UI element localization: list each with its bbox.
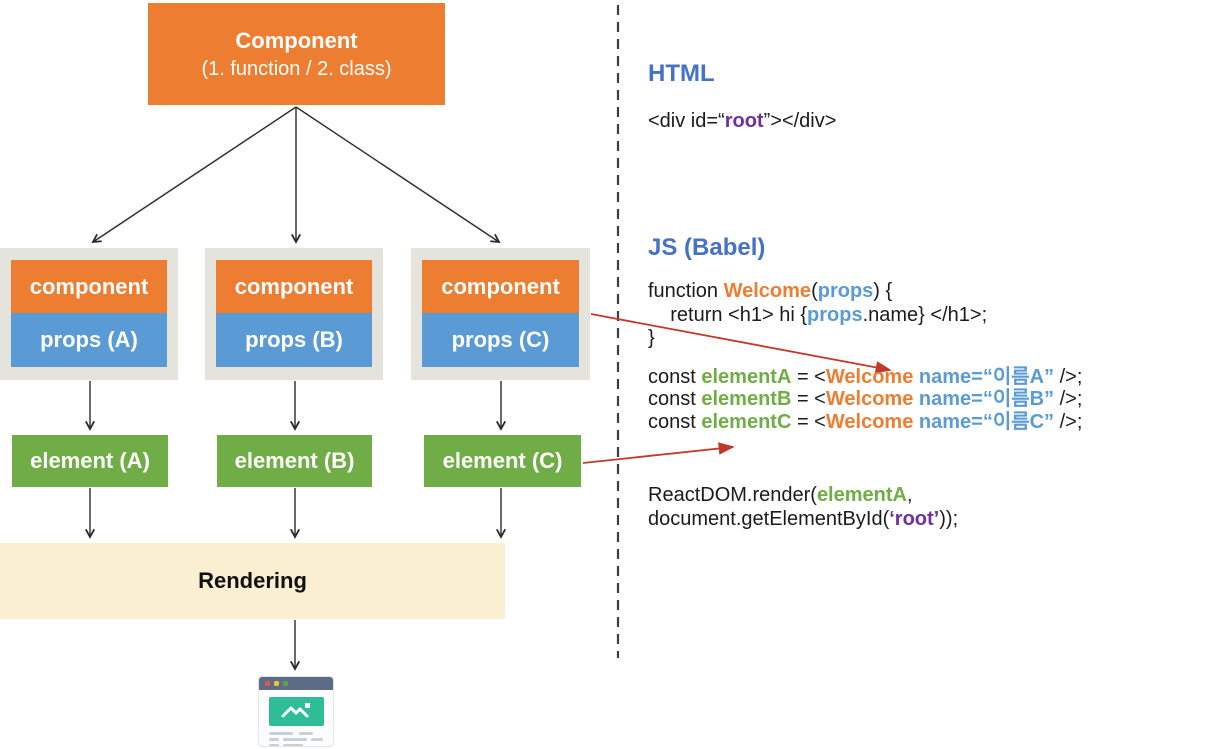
component-root-title: Component bbox=[235, 27, 358, 53]
browser-window-icon bbox=[258, 676, 334, 747]
js-const-block: const elementA = <Welcome name=“이름A” />;… bbox=[648, 366, 1082, 433]
js-section-heading: JS (Babel) bbox=[648, 234, 766, 261]
html-code-line: <div id=“root”></div> bbox=[648, 110, 837, 132]
props-label-c: props (C) bbox=[422, 313, 579, 367]
component-root-subtitle: (1. function / 2. class) bbox=[201, 57, 392, 80]
component-props-group-b: component props (B) bbox=[205, 248, 383, 380]
component-root-box: Component (1. function / 2. class) bbox=[148, 3, 445, 105]
mountain-icon bbox=[281, 703, 310, 718]
html-section-heading: HTML bbox=[648, 60, 715, 87]
code-line-return: return <h1> hi {props.name} </h1>; bbox=[648, 303, 988, 326]
component-props-group-a: component props (A) bbox=[0, 248, 178, 380]
text-line bbox=[283, 744, 303, 746]
yellow-dot-icon bbox=[274, 681, 279, 686]
code-line-closing-brace: } bbox=[648, 327, 655, 349]
code-line-element-b: const elementB = <Welcome name=“이름B” />; bbox=[648, 388, 1083, 411]
component-label-c: component bbox=[422, 260, 579, 313]
element-box-a: element (A) bbox=[12, 435, 168, 487]
green-dot-icon bbox=[283, 681, 288, 686]
text-line bbox=[269, 738, 279, 741]
element-box-b: element (B) bbox=[217, 435, 372, 487]
red-dot-icon bbox=[265, 681, 270, 686]
code-line-element-c: const elementC = <Welcome name=“이름C” />; bbox=[648, 410, 1083, 433]
component-props-group-c: component props (C) bbox=[411, 248, 590, 380]
code-line-function-declaration: function Welcome(props) { bbox=[648, 280, 893, 302]
component-label-a: component bbox=[11, 260, 167, 313]
component-label-b: component bbox=[216, 260, 372, 313]
code-line-reactdom-render: ReactDOM.render(elementA, document.getEl… bbox=[648, 484, 959, 530]
browser-titlebar bbox=[259, 677, 333, 690]
props-label-b: props (B) bbox=[216, 313, 372, 367]
code-line-element-a: const elementA = <Welcome name=“이름A” />; bbox=[648, 366, 1083, 388]
rendering-box: Rendering bbox=[0, 543, 505, 619]
text-line bbox=[269, 732, 293, 735]
image-placeholder-icon bbox=[269, 697, 324, 726]
element-box-c: element (C) bbox=[424, 435, 581, 487]
text-line bbox=[269, 744, 279, 746]
js-function-block: function Welcome(props) { return <h1> hi… bbox=[648, 280, 987, 351]
text-line bbox=[299, 732, 313, 735]
props-label-a: props (A) bbox=[11, 313, 167, 367]
text-line bbox=[283, 738, 307, 741]
text-line bbox=[311, 738, 323, 741]
